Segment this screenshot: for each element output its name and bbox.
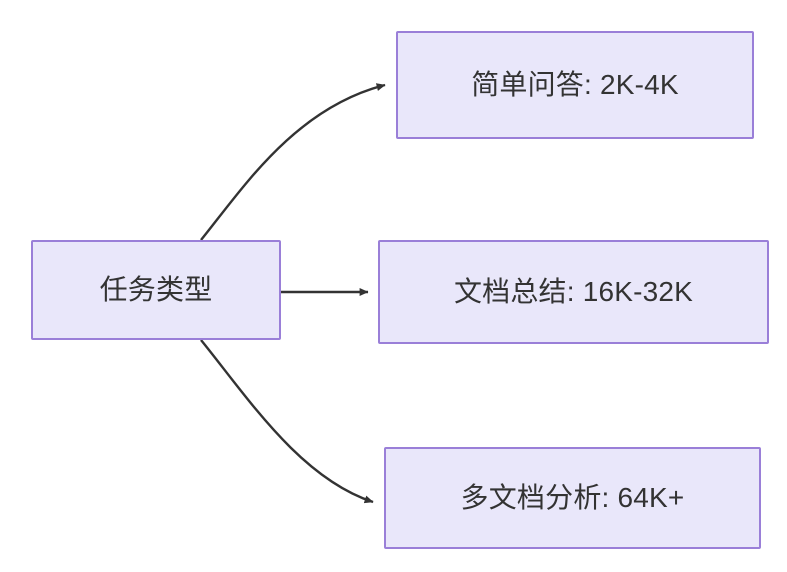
edge-to-multi-doc [200, 339, 374, 504]
node-task-type-label: 任务类型 [99, 274, 213, 306]
node-simple-qa[interactable]: 简单问答: 2K-4K [396, 31, 754, 139]
node-multi-doc[interactable]: 多文档分析: 64K+ [384, 447, 761, 549]
node-multi-doc-label: 多文档分析: 64K+ [460, 482, 685, 514]
node-simple-qa-label: 简单问答: 2K-4K [471, 69, 679, 101]
node-doc-summary[interactable]: 文档总结: 16K-32K [378, 240, 769, 344]
edge-to-simple-qa [200, 83, 386, 241]
node-task-type[interactable]: 任务类型 [31, 240, 281, 340]
node-doc-summary-label: 文档总结: 16K-32K [453, 276, 694, 308]
